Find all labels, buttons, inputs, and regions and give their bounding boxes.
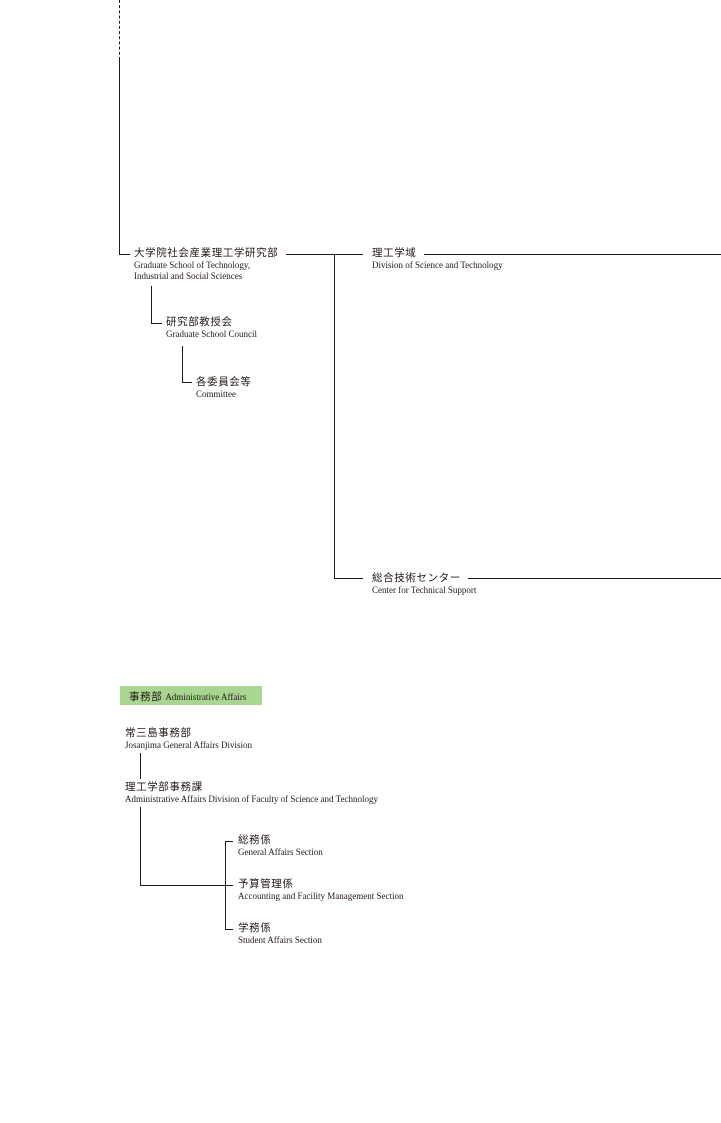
connector-dashed-top: [119, 0, 120, 60]
connector-council-vertical: [151, 286, 152, 324]
section-name-en: Student Affairs Section: [238, 935, 322, 946]
connector-branch-to-center: [334, 578, 363, 579]
connector-main-vertical: [119, 60, 120, 255]
committee-name-en: Committee: [196, 389, 236, 400]
node-graduate-school-council: 研究部教授会 Graduate School Council: [166, 316, 257, 340]
science-division-name-en: Division of Science and Technology: [372, 260, 503, 271]
node-accounting-facility-section: 予算管理係 Accounting and Facility Management…: [238, 878, 403, 902]
connector-university-to-branch: [286, 254, 363, 255]
admin-badge-en: Administrative Affairs: [165, 692, 247, 702]
connector-committee-vertical: [182, 346, 183, 383]
josanjima-name-en: Josanjima General Affairs Division: [125, 740, 253, 751]
connector-committee-horizontal: [182, 382, 192, 383]
connector-center-right: [468, 578, 721, 579]
connector-section-2: [225, 885, 233, 886]
node-faculty-admin-office: 理工学部事務課 Administrative Affairs Division …: [125, 781, 378, 805]
connector-section-3: [225, 929, 233, 930]
council-name-jp: 研究部教授会: [166, 317, 233, 328]
faculty-office-name-en: Administrative Affairs Division of Facul…: [125, 794, 378, 805]
graduate-school-name-en: Graduate School of Technology, Industria…: [134, 260, 251, 282]
node-graduate-school: 大学院社会産業理工学研究部 Graduate School of Technol…: [134, 247, 278, 283]
council-name-en: Graduate School Council: [166, 329, 257, 340]
connector-main-to-university: [119, 254, 130, 255]
connector-office-horizontal: [140, 885, 225, 886]
section-name-en: Accounting and Facility Management Secti…: [238, 891, 404, 902]
tech-center-name-jp: 総合技術センター: [372, 573, 461, 584]
node-student-affairs-section: 学務係 Student Affairs Section: [238, 922, 322, 946]
committee-name-jp: 各委員会等: [196, 377, 252, 388]
tech-center-name-en: Center for Technical Support: [372, 585, 477, 596]
connector-office-vertical: [140, 807, 141, 886]
connector-section-1: [225, 841, 233, 842]
node-josanjima-division: 常三島事務部 Josanjima General Affairs Divisio…: [125, 727, 252, 751]
science-division-name-jp: 理工学域: [372, 248, 417, 259]
faculty-office-name-jp: 理工学部事務課: [125, 782, 203, 793]
section-name-jp: 学務係: [238, 923, 272, 934]
node-technical-support-center: 総合技術センター Center for Technical Support: [372, 572, 476, 596]
connector-josanjima-to-office: [140, 753, 141, 779]
section-name-jp: 予算管理係: [238, 879, 294, 890]
connector-council-horizontal: [151, 323, 162, 324]
connector-branch-vertical: [334, 254, 335, 579]
josanjima-name-jp: 常三島事務部: [125, 728, 192, 739]
node-committee: 各委員会等 Committee: [196, 376, 252, 400]
section-name-jp: 総務係: [238, 835, 272, 846]
node-general-affairs-section: 総務係 General Affairs Section: [238, 834, 323, 858]
node-science-division: 理工学域 Division of Science and Technology: [372, 247, 503, 271]
connector-science-right: [424, 254, 721, 255]
admin-badge-jp: 事務部: [129, 692, 163, 703]
graduate-school-name-jp: 大学院社会産業理工学研究部: [134, 248, 279, 259]
section-name-en: General Affairs Section: [238, 847, 323, 858]
